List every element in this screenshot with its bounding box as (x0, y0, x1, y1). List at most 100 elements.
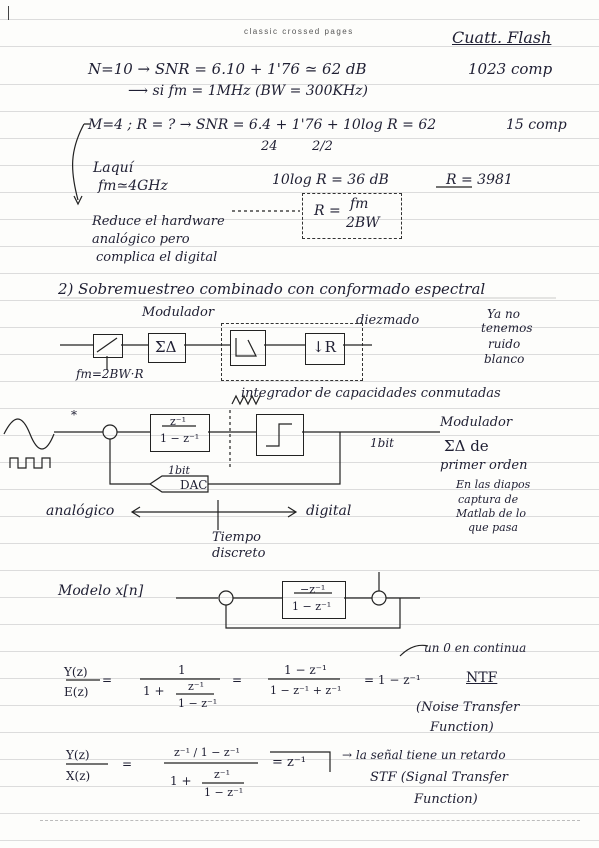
pulse-train (9, 457, 51, 469)
ntf-eq1: = (102, 673, 113, 687)
note-cero-continua: un 0 en continua (424, 641, 527, 655)
sigma-delta-label: ΣΔ (155, 338, 177, 356)
diapos-note-1: En las diapos (456, 478, 531, 491)
feedback-right (208, 432, 341, 485)
page-bottom-line (40, 820, 580, 821)
downsample-block (305, 333, 345, 365)
sampler-switch (96, 337, 118, 353)
downsample-label: ↓R (312, 338, 336, 356)
corner-mark (8, 6, 9, 20)
integrator-den: 1 − z⁻¹ (160, 432, 200, 445)
diapos-note-3: Matlab de lo (456, 507, 527, 520)
stf-g-num: z⁻¹ / 1 − z⁻¹ (174, 746, 240, 759)
line-comp-2: 15 comp (506, 117, 567, 133)
line-sub-24: 24 (261, 139, 278, 154)
stf-result: = z⁻¹ (272, 755, 306, 770)
label-discreto: discreto (212, 546, 266, 561)
sine-wave (3, 418, 55, 450)
page-header: classic crossed pages (244, 27, 354, 36)
line-snr-1: N=10 → SNR = 6.10 + 1'76 ≃ 62 dB (88, 60, 367, 78)
label-fm-2bwr: fm=2BW·R (76, 367, 144, 381)
reduce-line-3: complica el digital (96, 250, 218, 265)
stf-x: X(z) (66, 769, 91, 783)
model-feedback (225, 597, 420, 629)
stf-g-dd: 1 − z⁻¹ (204, 786, 244, 799)
line-10logr: 10log R = 36 dB (272, 172, 389, 188)
diapos-note-4: que pasa (468, 521, 518, 534)
brace-arrow (72, 123, 90, 201)
cero-arrow (399, 644, 429, 657)
ntf-desc-2: Function) (430, 720, 494, 735)
reduce-line-1: Reduce el hardware (92, 214, 225, 229)
capacitor-zigzag (231, 394, 261, 406)
ntf-f2-den: 1 − z⁻¹ + z⁻¹ (270, 684, 342, 697)
filter-shape (235, 338, 257, 357)
label-tiempo: Tiempo (212, 530, 261, 545)
top-right-note: Cuatt. Flash (452, 28, 552, 47)
section-2-title: 2) Sobremuestreo combinado con conformad… (58, 280, 486, 298)
ntf-f2-num: 1 − z⁻¹ (284, 663, 327, 677)
dac-shape (148, 475, 209, 493)
label-1bit-dac: 1bit (168, 464, 190, 477)
model-block (282, 581, 346, 619)
model-block-den: 1 − z⁻¹ (292, 600, 332, 613)
diapos-note-2: captura de (458, 493, 519, 506)
ntf-y: Y(z) (64, 665, 88, 679)
label-digital: digital (306, 503, 352, 519)
stf-note-2: STF (Signal Transfer (370, 770, 508, 785)
line-sub-frac: 2/2 (312, 139, 333, 154)
feedback-left (109, 439, 150, 485)
sigma-delta-block (148, 333, 186, 363)
dac-label: DAC (180, 478, 208, 492)
line-r-value: R = 3981 (446, 172, 513, 188)
arrow-heads (130, 506, 298, 518)
ya-no-1: Ya no (487, 307, 520, 321)
stf-result-box (270, 751, 331, 772)
model-sum-2 (371, 590, 387, 606)
note-aqui: Laquí (93, 160, 134, 176)
stf-g-dn: z⁻¹ (214, 768, 231, 781)
decimator-dashed-box (221, 323, 363, 381)
ntf-f1-dd: 1 − z⁻¹ (178, 697, 218, 710)
label-integrador: integrador de capacidades conmutadas (241, 386, 501, 401)
ya-no-4: blanco (484, 352, 525, 366)
ya-no-3: ruido (488, 337, 521, 351)
stf-y: Y(z) (66, 748, 90, 762)
star-mark: * (71, 408, 77, 422)
r-formula-box (302, 193, 402, 239)
r-formula-lhs: R = (314, 203, 341, 219)
stf-note-3: Function) (414, 792, 478, 807)
ntf-f1-num: 1 (178, 663, 186, 677)
integrator-block (150, 414, 210, 452)
r-formula-den: 2BW (346, 215, 380, 231)
ya-no-2: tenemos (481, 321, 533, 335)
sampler-block (93, 334, 123, 358)
line-bw: ⟶ si fm = 1MHz (BW = 300KHz) (128, 83, 368, 99)
ntf-f1-dn: z⁻¹ (188, 680, 205, 693)
comparator-step (266, 423, 292, 447)
brace-arrow-head (73, 195, 83, 206)
label-modelo: Modelo x[n] (58, 583, 144, 599)
mod-note-2: ΣΔ de (444, 437, 489, 455)
label-diezmado: diezmado (356, 313, 420, 328)
sum-node-1 (102, 424, 118, 440)
label-modulador: Modulador (142, 305, 215, 320)
ntf-e: E(z) (64, 685, 89, 699)
mod-note-3: primer orden (440, 458, 528, 473)
line-comp-1: 1023 comp (468, 60, 553, 78)
stf-note-1: → la señal tiene un retardo (342, 748, 506, 762)
reduce-line-2: analógico pero (92, 232, 190, 247)
label-1bit-out: 1bit (370, 436, 394, 450)
stf-eq1: = (122, 757, 133, 771)
ntf-desc-1: (Noise Transfer (416, 700, 520, 715)
model-sum-1 (218, 590, 234, 606)
ntf-eq2: = (232, 673, 243, 687)
label-analogico: analógico (46, 503, 115, 519)
mod-note-1: Modulador (440, 415, 513, 430)
ntf-label: NTF (466, 670, 498, 686)
integrator-num: z⁻¹ (170, 415, 187, 428)
r-formula-num: fm (350, 196, 369, 212)
filter-block (230, 330, 266, 366)
